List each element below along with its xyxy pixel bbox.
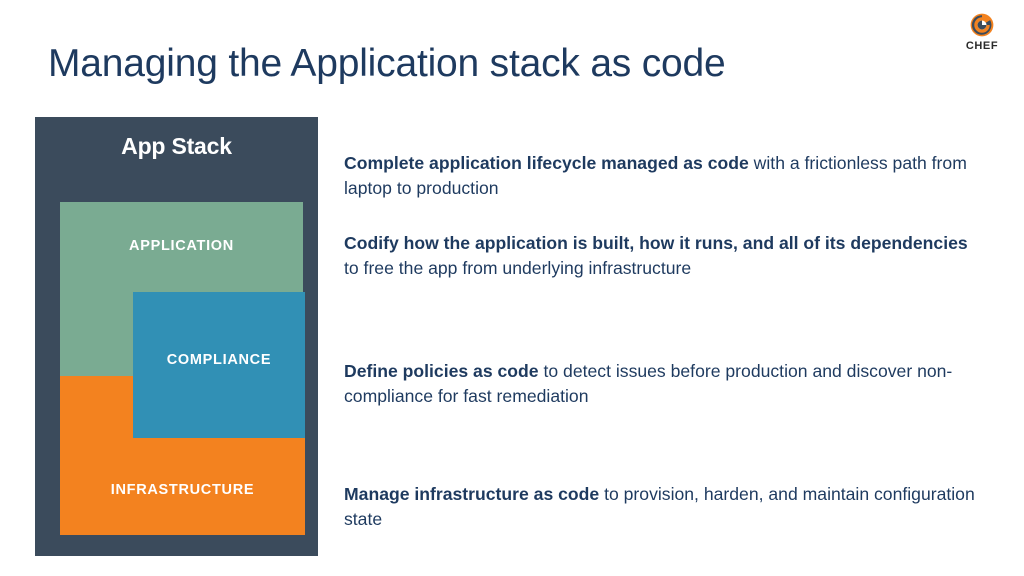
stack-layer-compliance-label: COMPLIANCE [166, 352, 272, 368]
chef-logo-icon [970, 13, 994, 37]
bullet-lead: Define policies as code [344, 360, 539, 381]
stack-layer-infrastructure-label: INFRASTRUCTURE [110, 482, 255, 498]
bullet-item: Complete application lifecycle managed a… [344, 151, 976, 201]
stack-layer-application-label: APPLICATION [129, 238, 234, 254]
app-stack-diagram: App Stack APPLICATION COMPLIANCE INFRAST… [35, 117, 318, 556]
bullet-rest: to detect issues before production and d… [344, 360, 953, 406]
stack-layer-compliance: COMPLIANCE [133, 292, 305, 438]
bullet-rest: with a frictionless path from laptop to … [344, 152, 967, 198]
bullet-lead: Manage infrastructure as code [344, 483, 600, 504]
app-stack-heading: App Stack [121, 133, 232, 159]
bullet-lead: Codify how the application is built, how… [344, 232, 968, 253]
bullet-item: Codify how the application is built, how… [344, 231, 976, 281]
brand-logo: CHEF [955, 12, 1009, 58]
bullet-item: Manage infrastructure as code to provisi… [344, 482, 976, 532]
bullet-rest: to free the app from underlying infrastr… [344, 257, 692, 278]
page-title: Managing the Application stack as code [48, 42, 726, 85]
bullet-item: Define policies as code to detect issues… [344, 359, 976, 409]
bullet-rest: to provision, harden, and maintain confi… [344, 483, 975, 529]
bullet-lead: Complete application lifecycle managed a… [344, 152, 749, 173]
brand-wordmark: CHEF [965, 40, 999, 52]
